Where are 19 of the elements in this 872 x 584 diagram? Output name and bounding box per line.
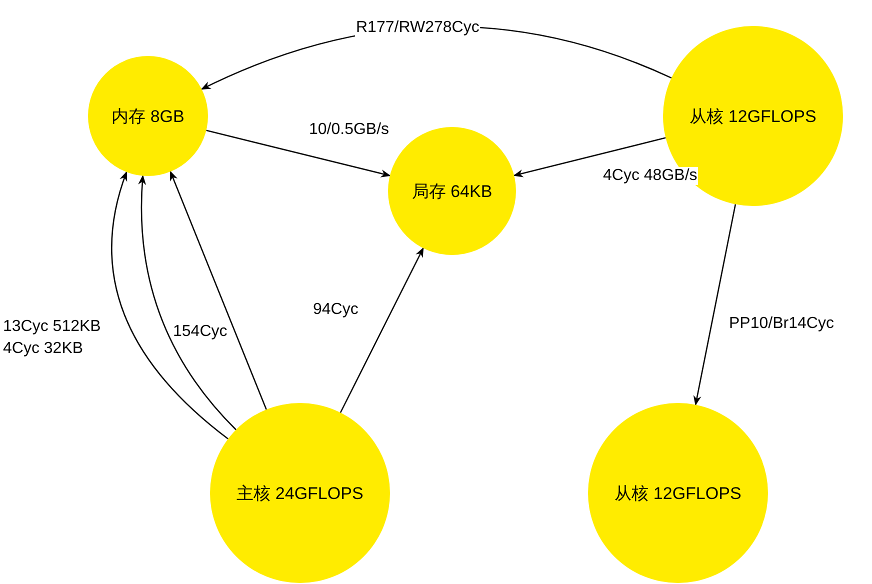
edge-label: 13Cyc 512KB: [2, 318, 102, 336]
arrow: [170, 170, 267, 410]
arrow: [340, 247, 424, 413]
node-label: 主核 24GFLOPS: [236, 482, 364, 504]
arrow: [513, 137, 666, 178]
edge-label: 154Cyc: [172, 323, 228, 341]
node-label: 从核 12GFLOPS: [614, 482, 742, 504]
arrow: [206, 130, 391, 178]
node-label: 从核 12GFLOPS: [690, 106, 816, 128]
arrow: [138, 174, 236, 430]
edge-label: PP10/Br14Cyc: [728, 315, 835, 333]
edge-label: 4Cyc 48GB/s: [602, 167, 698, 185]
arrow: [693, 204, 736, 406]
edge-label: R177/RW278Cyc: [355, 19, 480, 37]
edge-label: 94Cyc: [312, 301, 360, 319]
node-label: 内存 8GB: [112, 106, 184, 128]
node-label: 局存 64KB: [412, 180, 492, 202]
arrow: [111, 171, 228, 440]
edge-label: 4Cyc 32KB: [2, 340, 84, 358]
